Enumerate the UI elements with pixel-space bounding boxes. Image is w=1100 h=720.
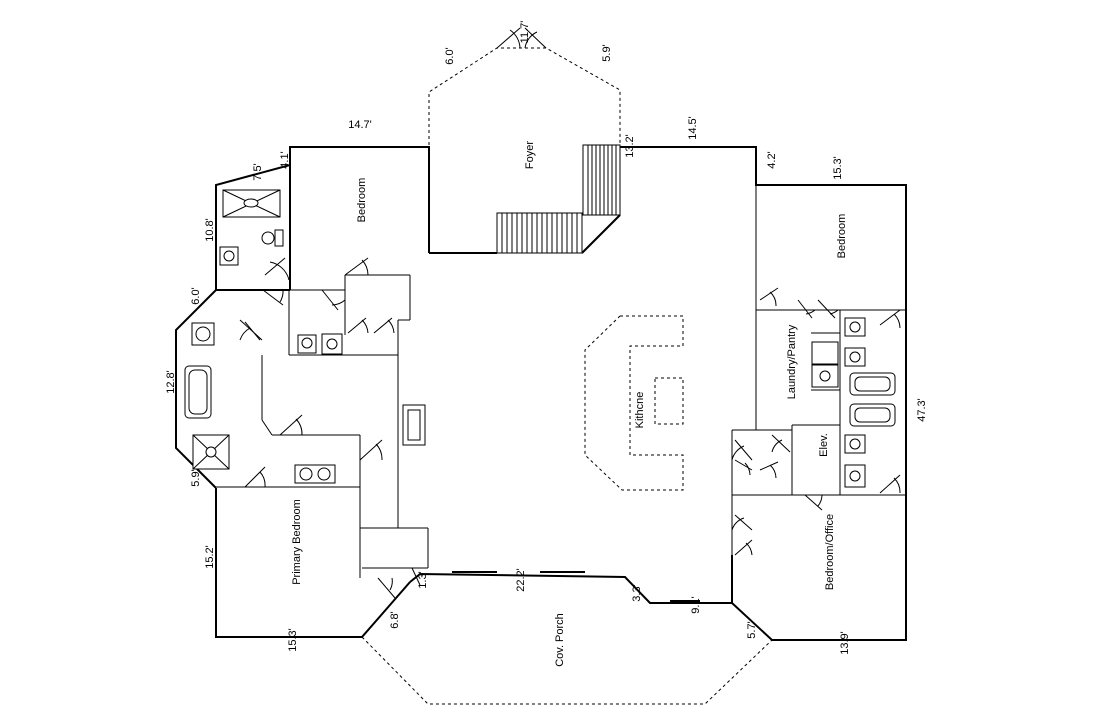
room-elevator: Elev. [818,433,830,457]
dim-office-bottom: 13.9' [839,631,851,655]
washer [811,341,839,365]
dim-kitchen-top: 14.5' [687,116,699,140]
dim-bath-diag: 6.0' [190,287,202,304]
room-primary-bedroom: Primary Bedroom [291,499,303,585]
dim-foyer-right: 5.9' [601,44,613,61]
room-foyer: Foyer [524,141,536,169]
fixtures [184,189,896,602]
dim-porch-step: 3.3' [631,584,643,601]
room-bedroom-top: Bedroom [356,178,368,223]
dim-bath-bottom-diag: 5.9' [190,469,202,486]
interior-walls [216,185,906,578]
dim-foyer-left: 6.0' [444,47,456,64]
dim-porch-left-diag: 6.8' [389,611,401,628]
dim-bath-top: 7.5' [252,163,264,180]
dim-primary-bottom: 15.3' [287,628,299,652]
dim-kitchen-bottom: 9.1' [690,596,702,613]
dim-bath-side: 10.8' [204,218,216,242]
room-porch: Cov. Porch [554,613,566,667]
room-bedroom-right: Bedroom [836,214,848,259]
dim-porch-width: 22.2' [515,568,527,592]
dim-right-side: 47.3' [916,398,928,422]
room-labels: Foyer Bedroom Bedroom Kithcne Laundry/Pa… [291,141,848,667]
stairs [496,144,621,254]
dimension-labels: 11.7' 6.0' 5.9' 14.7' 4.1' 7.5' 10.8' 6.… [165,21,928,655]
dim-foyer-stair: 13.2' [624,134,636,158]
dim-1-3: 1.3' [417,571,429,588]
dim-4-1: 4.1' [279,151,291,168]
dim-bedroom-right-width: 15.3' [832,156,844,180]
dashed-outlines [361,47,773,705]
dim-primary-side: 15.2' [204,545,216,569]
sink-1 [274,229,284,247]
dim-porch-right-diag: 5.7' [746,621,758,638]
dim-bedroom-top-width: 14.7' [348,119,372,131]
room-kitchen: Kithcne [634,392,646,429]
dim-4-2: 4.2' [766,151,778,168]
room-laundry: Laundry/Pantry [786,324,798,399]
room-office: Bedroom/Office [824,514,836,590]
dim-foyer-top: 11.7' [519,21,531,44]
dim-primary-bath-side: 12.8' [165,370,177,394]
door-swings [239,27,901,599]
